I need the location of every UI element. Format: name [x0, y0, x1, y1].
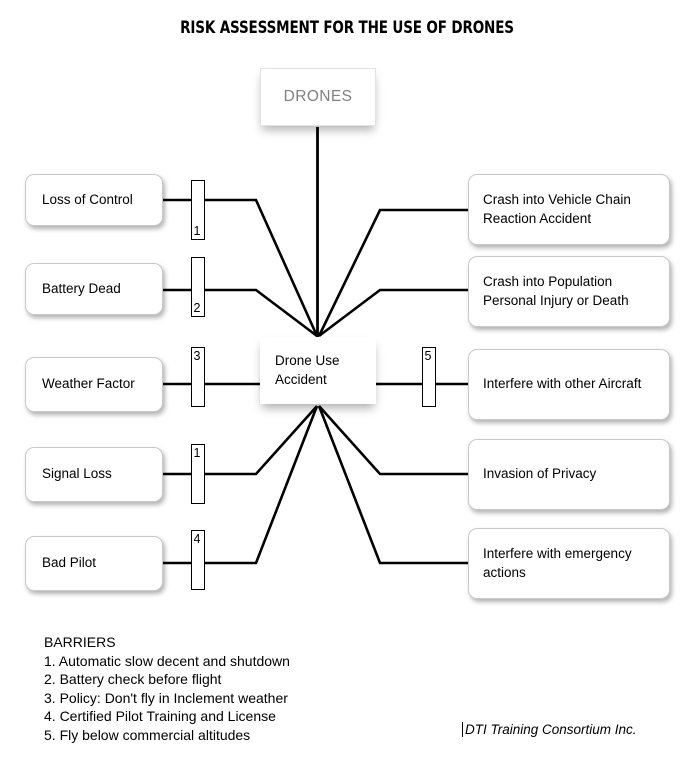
center-event-label: Drone Use Accident: [275, 353, 340, 387]
legend-item: 3. Policy: Don't fly in Inclement weathe…: [44, 689, 288, 706]
consequence-box-interfere-aircraft[interactable]: Interfere with other Aircraft: [468, 349, 670, 420]
hazard-label: Bad Pilot: [42, 555, 97, 571]
footer-credit-label: DTI Training Consortium Inc.: [465, 722, 637, 737]
consequence-box-interfere-emergency[interactable]: Interfere with emergency actions: [468, 528, 670, 599]
center-event-node[interactable]: Drone Use Accident: [260, 337, 376, 404]
consequence-label: Interfere with other Aircraft: [483, 376, 642, 392]
hazard-box-weather-factor[interactable]: Weather Factor: [25, 357, 163, 412]
hazard-label: Loss of Control: [42, 191, 133, 207]
hazard-box-battery-dead[interactable]: Battery Dead: [25, 263, 163, 315]
threat-line-1: [163, 198, 319, 337]
page-title: RISK ASSESSMENT FOR THE USE OF DRONES: [180, 18, 514, 37]
barrier-number: 1: [193, 223, 201, 238]
barrier-number: 2: [193, 300, 201, 315]
hazard-box-signal-loss[interactable]: Signal Loss: [25, 447, 163, 502]
consequence-line-2: [318, 288, 468, 338]
source-node-label: DRONES: [283, 88, 353, 105]
consequence-label: Crash into Population Personal Injury or…: [483, 274, 629, 308]
threat-line-2: [163, 288, 318, 338]
legend-heading: BARRIERS: [44, 634, 116, 650]
hazard-label: Battery Dead: [42, 280, 121, 296]
barrier-marker-threat-1[interactable]: 1: [191, 180, 205, 240]
consequence-box-invasion-privacy[interactable]: Invasion of Privacy: [468, 439, 670, 510]
legend-item: 4. Certified Pilot Training and License: [44, 708, 276, 725]
hazard-box-loss-of-control[interactable]: Loss of Control: [25, 174, 163, 226]
source-node-drones[interactable]: DRONES: [260, 68, 376, 126]
threat-line-5: [163, 405, 319, 565]
barrier-marker-consequence-5[interactable]: 5: [422, 347, 436, 407]
threat-line-4: [163, 405, 318, 476]
barrier-marker-threat-3[interactable]: 3: [191, 347, 205, 407]
consequence-label: Interfere with emergency actions: [483, 546, 632, 580]
footer-credit: DTI Training Consortium Inc.: [462, 722, 637, 737]
barrier-marker-threat-5[interactable]: 4: [191, 530, 205, 590]
barrier-number: 1: [193, 446, 201, 460]
legend-item: 1. Automatic slow decent and shutdown: [44, 652, 290, 669]
hazard-box-bad-pilot[interactable]: Bad Pilot: [25, 536, 163, 591]
barrier-number: 5: [424, 349, 432, 363]
barrier-number: 3: [193, 349, 201, 363]
consequence-label: Crash into Vehicle Chain Reaction Accide…: [483, 192, 631, 226]
consequence-box-crash-vehicle[interactable]: Crash into Vehicle Chain Reaction Accide…: [468, 174, 670, 245]
consequence-line-1: [317, 208, 468, 337]
legend-item: 5. Fly below commercial altitudes: [44, 726, 251, 743]
barrier-number: 4: [193, 532, 201, 546]
consequence-line-5: [317, 405, 468, 565]
barrier-marker-threat-4[interactable]: 1: [191, 444, 205, 504]
consequence-box-crash-population[interactable]: Crash into Population Personal Injury or…: [468, 256, 670, 327]
consequence-line-4: [318, 405, 468, 476]
consequence-label: Invasion of Privacy: [483, 466, 597, 482]
legend-list: 1. Automatic slow decent and shutdown 2.…: [44, 652, 290, 745]
text-cursor-icon: [462, 722, 463, 737]
barriers-legend: BARRIERS 1. Automatic slow decent and sh…: [44, 633, 290, 745]
hazard-label: Signal Loss: [42, 466, 112, 482]
legend-item: 2. Battery check before flight: [44, 671, 222, 688]
barrier-marker-threat-2[interactable]: 2: [191, 257, 205, 317]
hazard-label: Weather Factor: [42, 376, 135, 392]
